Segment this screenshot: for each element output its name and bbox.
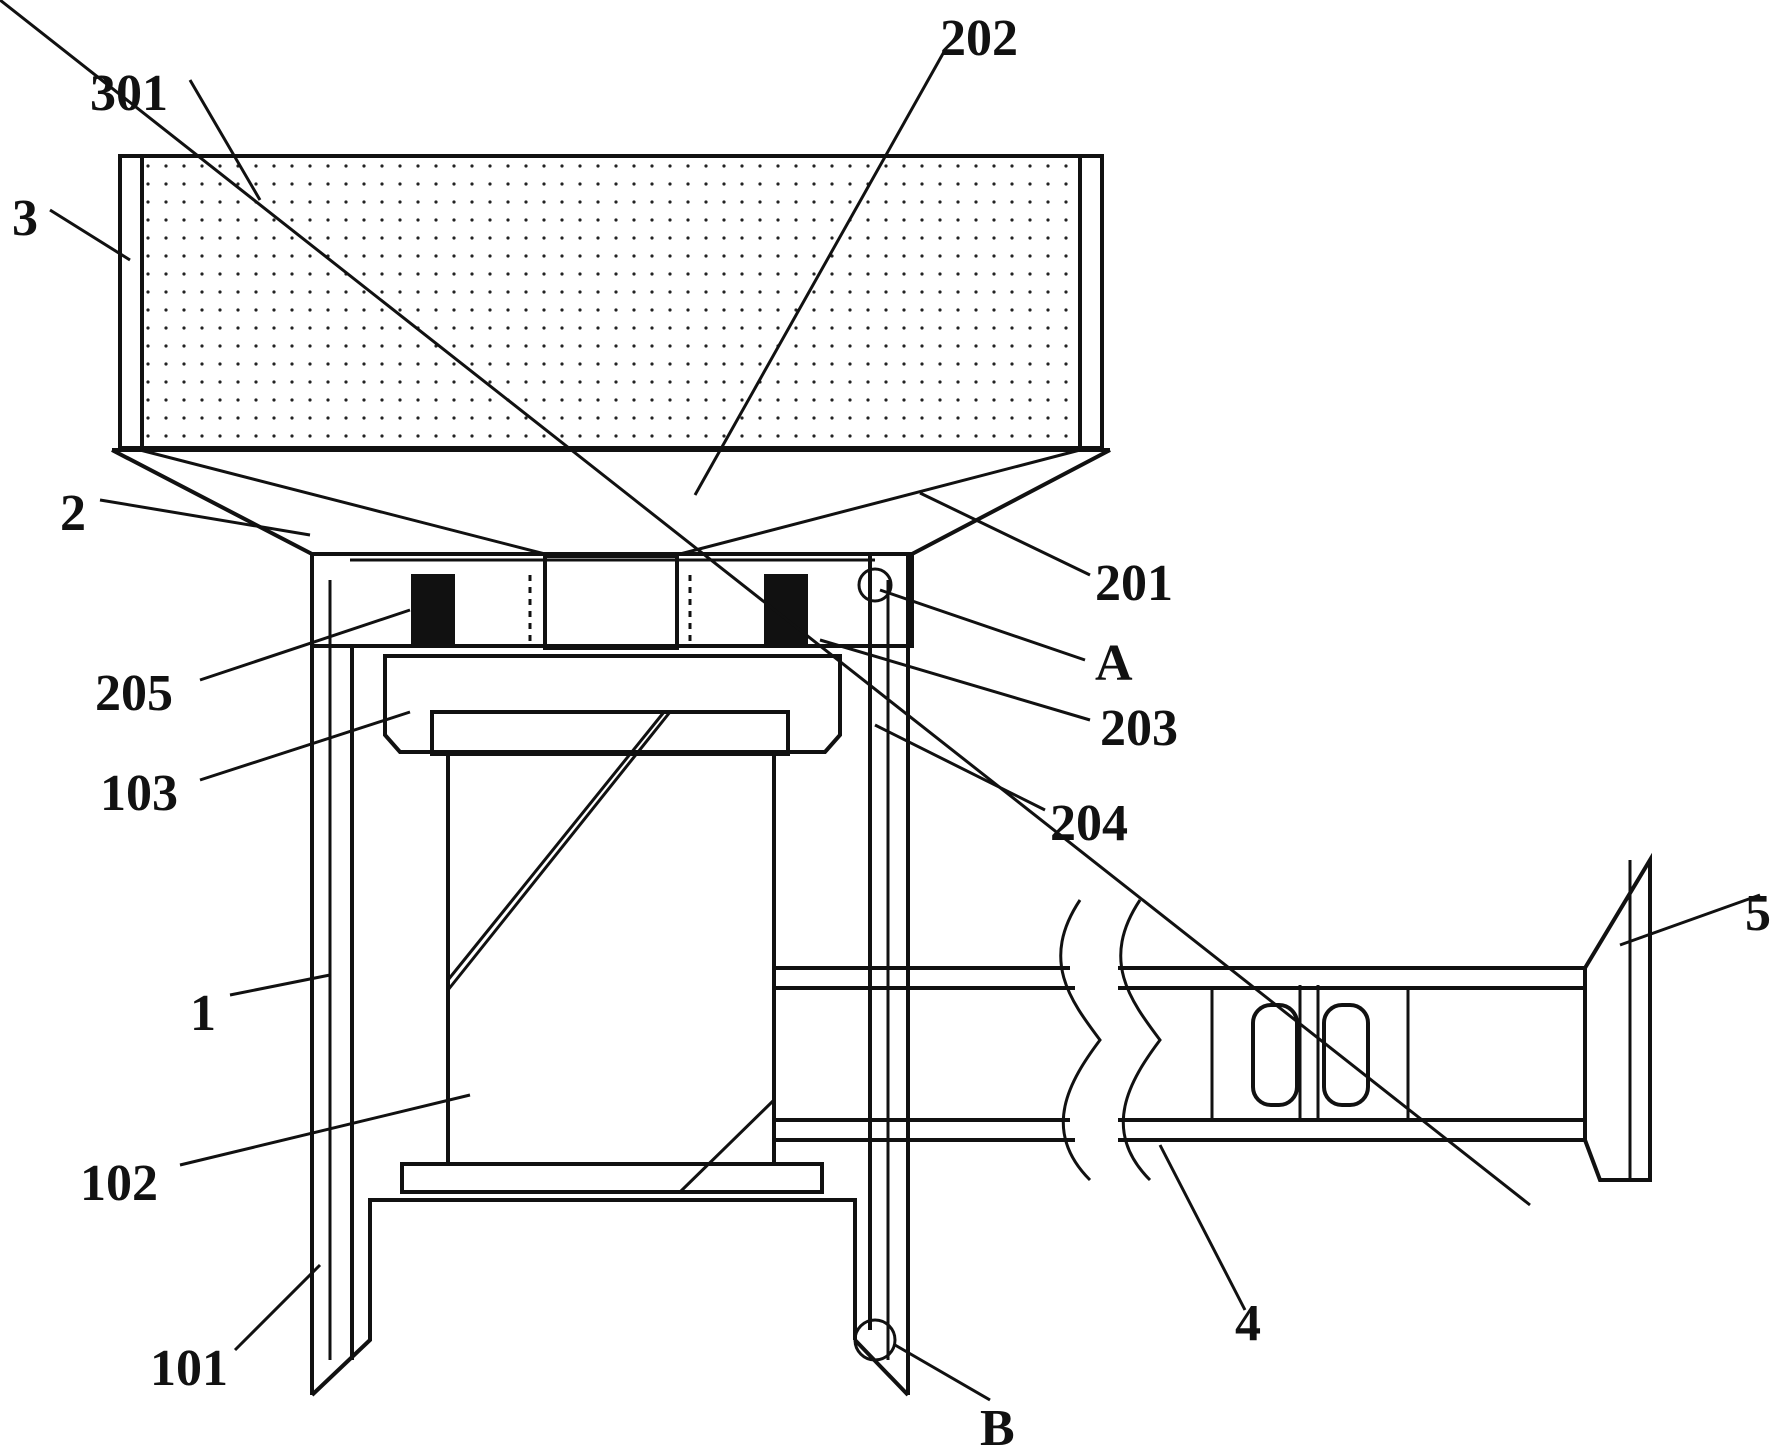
label-2: 2 — [60, 485, 86, 542]
roller-assembly — [1210, 985, 1410, 1122]
label-102: 102 — [80, 1155, 158, 1212]
end-plate — [0, 0, 1652, 1207]
arm — [774, 899, 1585, 1182]
label-B: B — [980, 1400, 1015, 1455]
frame — [310, 554, 910, 1397]
label-201: 201 — [1095, 555, 1173, 612]
label-203: 203 — [1100, 700, 1178, 757]
column — [400, 711, 824, 1194]
label-301: 301 — [90, 65, 168, 122]
label-205: 205 — [95, 665, 173, 722]
tray — [383, 654, 842, 756]
label-1: 1 — [190, 985, 216, 1042]
label-202: 202 — [940, 10, 1018, 67]
labels: 301 202 3 2 201 A 205 203 103 204 5 1 10… — [12, 10, 1771, 1455]
label-4: 4 — [1235, 1295, 1261, 1352]
label-5: 5 — [1745, 885, 1771, 942]
label-A: A — [1095, 635, 1133, 692]
hopper-box — [118, 154, 1104, 450]
funnel — [111, 448, 1111, 556]
coupling-housing — [310, 552, 914, 650]
label-103: 103 — [100, 765, 178, 822]
label-204: 204 — [1050, 795, 1128, 852]
label-101: 101 — [150, 1340, 228, 1397]
label-3: 3 — [12, 190, 38, 247]
leader-lines — [49, 49, 1761, 1402]
